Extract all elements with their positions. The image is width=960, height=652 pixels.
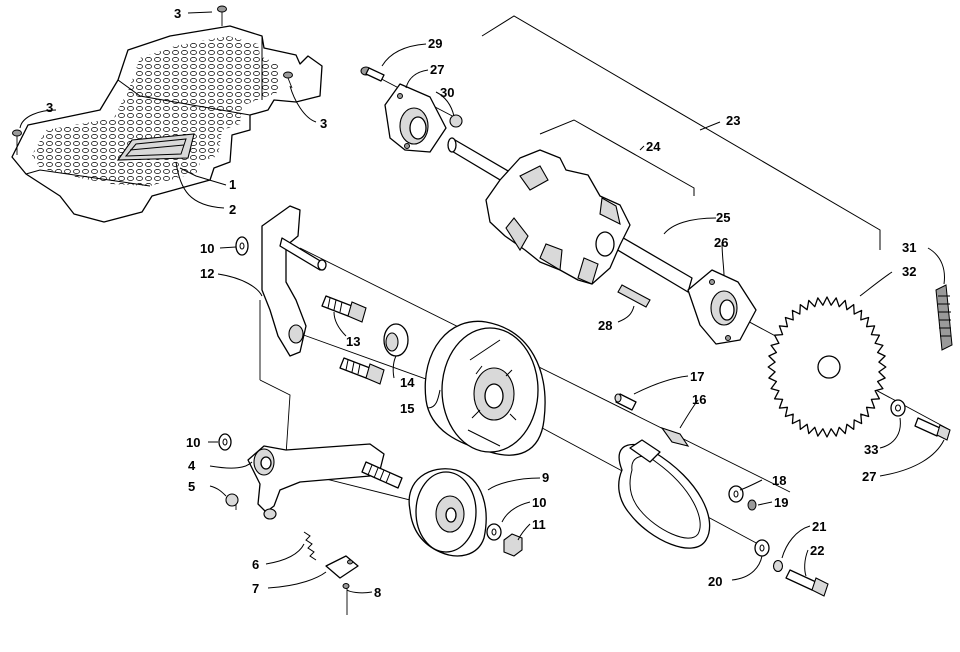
brake-band [618, 426, 711, 549]
callout-30: 30 [440, 85, 454, 100]
callout-8: 8 [374, 585, 381, 600]
callout-21: 21 [812, 519, 826, 534]
callout-15: 15 [400, 401, 414, 416]
callout-27-right: 27 [862, 469, 876, 484]
guard-decal [116, 133, 195, 161]
washer-10-mid [218, 433, 232, 451]
bracket-7 [325, 555, 359, 579]
callout-18: 18 [772, 473, 786, 488]
bearing-bolt [360, 66, 385, 82]
group-bracket-23 [481, 15, 881, 250]
callout-33: 33 [864, 442, 878, 457]
band-pin-17 [614, 393, 637, 411]
callout-1: 1 [229, 177, 236, 192]
callout-16: 16 [692, 392, 706, 407]
callout-9: 9 [542, 470, 549, 485]
guard-screw-left [12, 129, 22, 155]
callout-32: 32 [902, 264, 916, 279]
callout-12: 12 [200, 266, 214, 281]
flange-bearing-left [384, 83, 447, 153]
washer-10-bottom [486, 523, 502, 541]
screw-8 [342, 583, 350, 589]
callout-19: 19 [774, 495, 788, 510]
callout-10-bottom: 10 [532, 495, 546, 510]
e-clip-19 [747, 499, 757, 511]
spring-6 [303, 531, 317, 561]
tensioner-bracket [261, 205, 327, 357]
guard-screw-right [283, 71, 293, 89]
callout-11: 11 [532, 517, 546, 532]
callout-7: 7 [252, 581, 259, 596]
callout-3-left: 3 [46, 100, 53, 115]
leader-lines [19, 11, 945, 594]
guard-screw-top [217, 5, 227, 26]
callout-22: 22 [810, 543, 824, 558]
drive-chain [935, 284, 953, 351]
callout-29: 29 [428, 36, 442, 51]
callout-26: 26 [714, 235, 728, 250]
idler-wheel [408, 468, 487, 557]
callout-28: 28 [598, 318, 612, 333]
callout-14: 14 [400, 375, 415, 390]
driven-sprocket [767, 296, 887, 438]
callout-23: 23 [726, 113, 740, 128]
cap-screw-22 [785, 569, 829, 597]
idler-stud [361, 461, 403, 489]
callout-10-mid: 10 [186, 435, 200, 450]
callout-13: 13 [346, 334, 360, 349]
cap-nut-5 [225, 493, 239, 507]
callout-20: 20 [708, 574, 722, 589]
brake-drum [424, 320, 546, 456]
callout-5: 5 [188, 479, 195, 494]
chain-guard-plate [11, 25, 323, 223]
bolt-13-lower [339, 357, 385, 385]
bushing-14 [383, 323, 409, 357]
callout-10-top: 10 [200, 241, 214, 256]
callout-31: 31 [902, 240, 916, 255]
flange-bearing-right [687, 269, 757, 345]
track-drive-sprocket [485, 149, 631, 285]
bearing-nut [449, 114, 463, 128]
group-bracket-24 [539, 119, 695, 196]
callout-24: 24 [646, 139, 661, 154]
callout-2: 2 [229, 202, 236, 217]
sprocket-washer [890, 399, 906, 417]
nut-11 [503, 533, 523, 557]
washer-20 [754, 539, 770, 557]
bolt-13-upper [321, 295, 367, 323]
washer-10-top [235, 236, 249, 256]
shaft-key [617, 284, 651, 308]
callout-17: 17 [690, 369, 704, 384]
callout-27-top: 27 [430, 62, 444, 77]
lock-washer-21 [772, 559, 784, 573]
callout-6: 6 [252, 557, 259, 572]
callout-4: 4 [188, 458, 196, 473]
idler-arm [247, 443, 385, 520]
sprocket-bolt [914, 417, 951, 441]
callout-3-right: 3 [320, 116, 327, 131]
washer-18 [728, 485, 744, 503]
callout-3-top: 3 [174, 6, 181, 21]
callout-labels: 1 2 3 3 3 4 5 6 7 8 9 10 10 10 11 12 13 … [46, 6, 916, 600]
callout-25: 25 [716, 210, 730, 225]
